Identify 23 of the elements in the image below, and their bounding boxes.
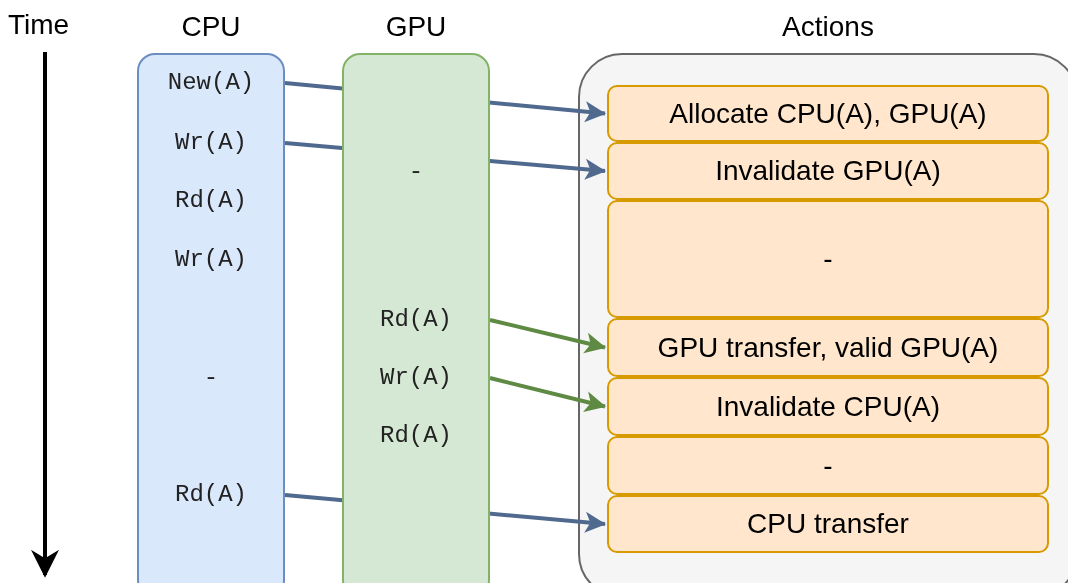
operation-text: Wr(A) — [342, 358, 490, 398]
column-heading: CPU — [181, 10, 241, 44]
axis-label: Time — [8, 8, 70, 42]
arrow — [489, 318, 606, 354]
column-heading: Actions — [782, 10, 874, 44]
operation-text: Rd(A) — [342, 300, 490, 340]
operation-text: New(A) — [137, 63, 285, 103]
column-heading: GPU — [385, 10, 447, 44]
operation-text: Wr(A) — [137, 240, 285, 280]
action-box: Allocate CPU(A), GPU(A) — [607, 85, 1049, 142]
action-box: GPU transfer, valid GPU(A) — [607, 318, 1049, 377]
action-box: - — [607, 436, 1049, 495]
action-box: Invalidate CPU(A) — [607, 377, 1049, 436]
operation-text: - — [137, 358, 285, 398]
operation-text: Rd(A) — [137, 181, 285, 221]
operation-text: Rd(A) — [137, 475, 285, 515]
action-box: - — [607, 200, 1049, 318]
action-box: CPU transfer — [607, 495, 1049, 553]
operation-text: Wr(A) — [137, 123, 285, 163]
operation-text: Rd(A) — [342, 416, 490, 456]
operation-text: - — [342, 152, 490, 192]
arrow — [489, 376, 606, 412]
action-box: Invalidate GPU(A) — [607, 142, 1049, 200]
